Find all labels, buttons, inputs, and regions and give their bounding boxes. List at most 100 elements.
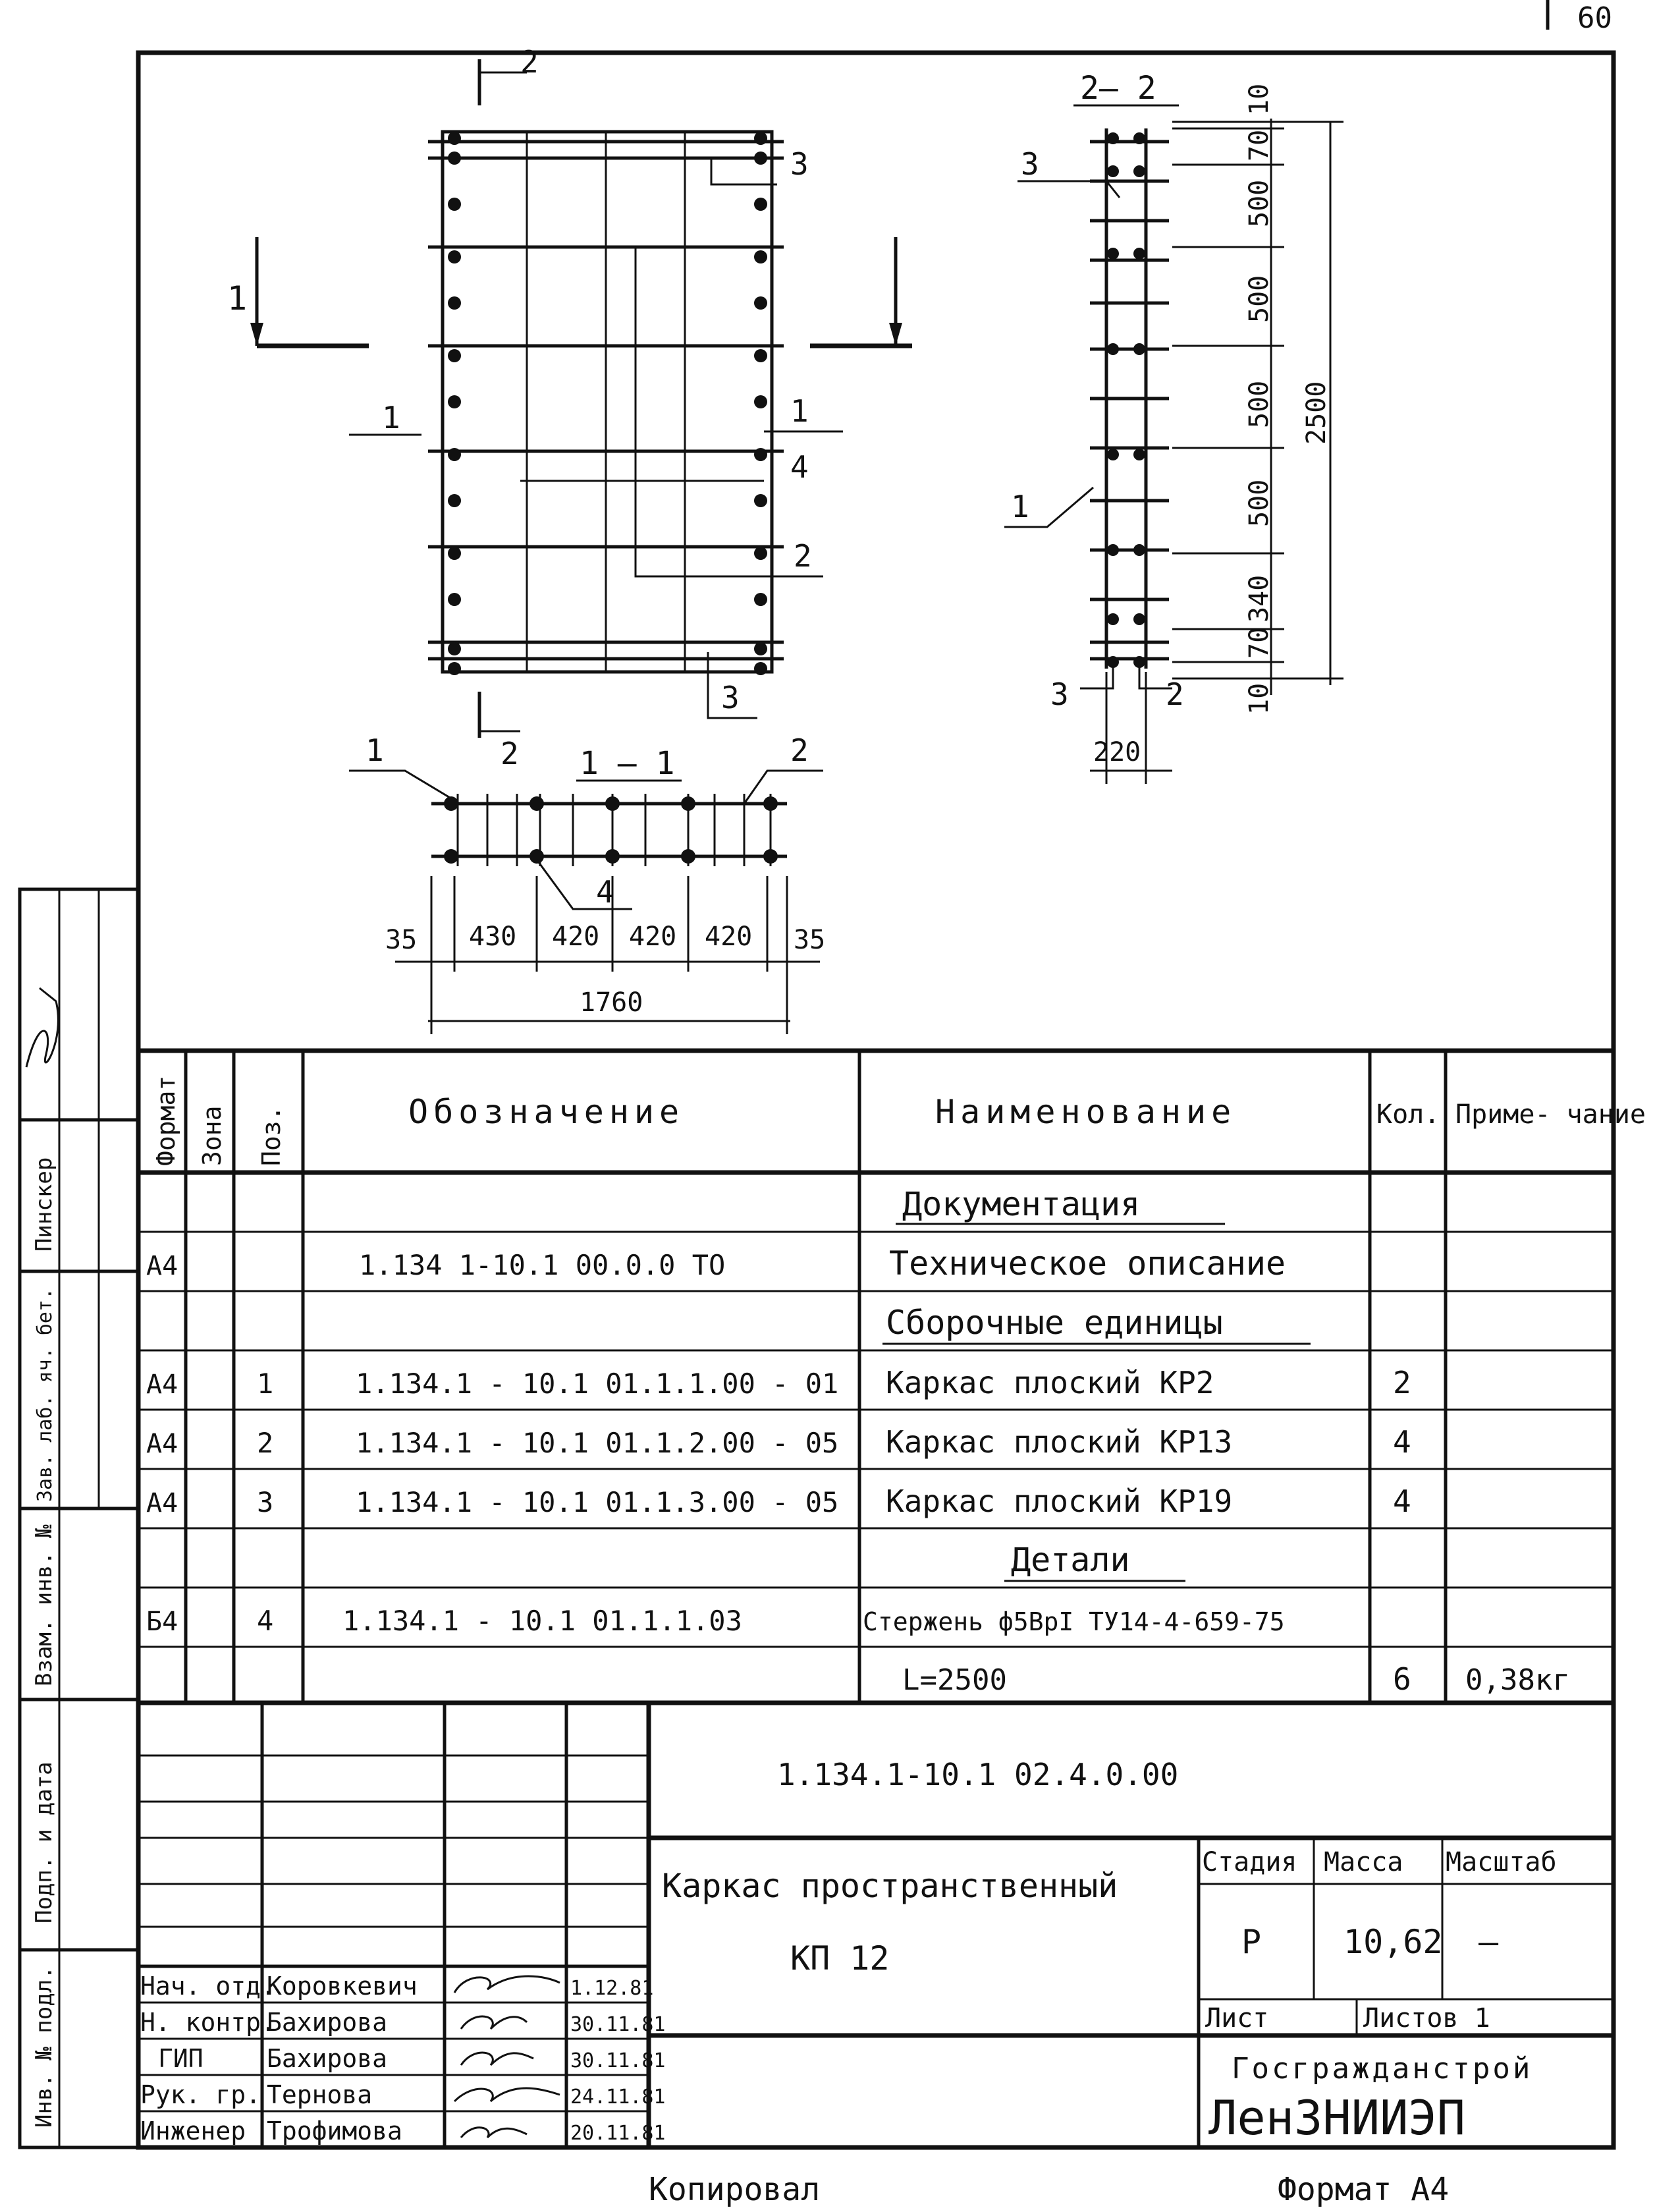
s22-callout-2: 2 <box>1166 677 1184 712</box>
sig-5-date: 20.11.81 <box>570 2122 666 2145</box>
spec-row-3-name: Сборочные единицы <box>886 1304 1223 1342</box>
spec-row-8-format: Б4 <box>146 1607 178 1637</box>
s22-dim-8: 70 <box>1244 627 1274 659</box>
spec-row-4-qty: 2 <box>1393 1365 1411 1400</box>
plan-section-mark-top: 2 <box>520 44 539 80</box>
spec-row-5-format: А4 <box>146 1429 178 1459</box>
spec-row-5-name: Каркас плоский КР13 <box>886 1424 1232 1460</box>
spec-table: Формат Зона Поз. Обозначение Наименовани… <box>138 1048 1646 1705</box>
spec-row-9-name: L=2500 <box>902 1663 1007 1697</box>
s11-total: 1760 <box>580 987 643 1018</box>
section-1-1-callout-4: 4 <box>596 874 614 910</box>
plan-section-mark-bottom: 2 <box>501 736 519 771</box>
plan-callout-3-bottom: 3 <box>721 680 740 715</box>
sig-2-date: 30.11.81 <box>570 2013 666 2036</box>
s22-dim-3: 500 <box>1244 180 1274 227</box>
spec-row: Детали <box>1004 1541 1185 1582</box>
spec-row-5-qty: 4 <box>1393 1424 1411 1460</box>
signature-row: Инженер Трофимова 20.11.81 <box>140 2116 666 2145</box>
plan-outline <box>441 130 774 674</box>
spec-row-4-pos: 1 <box>257 1368 273 1400</box>
sig-3-signature <box>460 2051 534 2066</box>
sheet-label: Лист <box>1205 2003 1268 2033</box>
spec-header-note: Приме- чание <box>1455 1099 1646 1130</box>
s22-callout-1: 1 <box>1011 489 1029 524</box>
spec-row-2-format: А4 <box>146 1251 178 1281</box>
spec-row-5-pos: 2 <box>257 1427 273 1459</box>
section-2-2: 2— 2 3 1 3 2 <box>1004 70 1343 784</box>
sig-3-name: Бахирова <box>267 2044 387 2073</box>
spec-header-qty: Кол. <box>1376 1099 1440 1130</box>
section-2-2-title: 2— 2 <box>1080 70 1156 107</box>
sig-5-name: Трофимова <box>267 2116 402 2145</box>
s11-dim-3: 420 <box>552 922 599 952</box>
signature-row: ГИП Бахирова 30.11.81 <box>158 2044 666 2073</box>
spec-row: Документация <box>896 1185 1225 1225</box>
title-block: Нач. отд. Коровкевич 1.12.81 Н. контр. Б… <box>138 1703 1614 2147</box>
s22-dim-2: 70 <box>1244 130 1274 161</box>
s22-dim-9: 10 <box>1244 683 1274 715</box>
spec-header-name: Наименование <box>935 1093 1236 1131</box>
sig-2-role: Н. контр. <box>140 2008 276 2037</box>
sig-4-role: Рук. гр. <box>140 2080 261 2109</box>
sig-4-name: Тернова <box>267 2080 372 2109</box>
sig-2-signature <box>460 2015 528 2030</box>
spec-row-8-name: Стержень ф5ВрI ТУ14-4-659-75 <box>863 1607 1285 1636</box>
spec-row-4-designation: 1.134.1 - 10.1 01.1.1.00 - 01 <box>356 1368 838 1400</box>
spec-row-6-format: А4 <box>146 1488 178 1518</box>
spec-row: Сборочные единицы <box>882 1304 1311 1345</box>
sig-2-name: Бахирова <box>267 2008 387 2037</box>
sig-5-signature <box>460 2126 528 2139</box>
side-label-inv-no: Инв. № подл. <box>31 1966 57 2128</box>
s22-total: 2500 <box>1301 381 1332 445</box>
s22-dim-6: 500 <box>1244 480 1274 527</box>
spec-row-7-name: Детали <box>1011 1541 1130 1579</box>
spec-row-9-note: 0,38кг <box>1465 1663 1570 1697</box>
sig-4-date: 24.11.81 <box>570 2086 666 2109</box>
s22-dim-4: 500 <box>1244 275 1274 323</box>
sig-1-name: Коровкевич <box>267 1972 418 2001</box>
sheets-label: Листов 1 <box>1363 2003 1490 2033</box>
title-line-1: Каркас пространственный <box>662 1867 1118 1905</box>
sig-5-role: Инженер <box>140 2116 246 2145</box>
s22-callout-3-top: 3 <box>1021 146 1039 182</box>
spec-row-2-name: Техническое описание <box>889 1244 1286 1283</box>
spec-row-2-designation: 1.134 1-10.1 00.0.0 ТО <box>359 1249 725 1281</box>
section-1-1-callout-1: 1 <box>366 733 384 768</box>
sig-3-date: 30.11.81 <box>570 2049 666 2072</box>
s11-dim-4: 420 <box>629 922 676 952</box>
plan-section-mark-left: 1 <box>227 279 247 318</box>
doc-code: 1.134.1-10.1 02.4.0.00 <box>777 1757 1178 1792</box>
plan-bar-dots <box>448 132 767 675</box>
sig-1-date: 1.12.81 <box>570 1977 653 2000</box>
s11-dim-6: 35 <box>794 925 825 955</box>
s22-callout-3-bottom: 3 <box>1050 677 1069 712</box>
spec-row-4-format: А4 <box>146 1369 178 1400</box>
stage-label: Стадия <box>1202 1847 1297 1877</box>
page-number: 60 <box>1577 1 1612 35</box>
spec-row: А4 1.134 1-10.1 00.0.0 ТО Техническое оп… <box>146 1244 1286 1283</box>
spec-row: Б4 4 1.134.1 - 10.1 01.1.1.03 Стержень ф… <box>146 1605 1285 1637</box>
s11-dim-1: 35 <box>385 925 417 955</box>
spec-row-8-pos: 4 <box>257 1605 273 1637</box>
sig-4-signature <box>453 2087 560 2103</box>
spec-row-1-name: Документация <box>902 1185 1140 1223</box>
signature-row: Н. контр. Бахирова 30.11.81 <box>140 2008 666 2037</box>
side-label-name: Пинскер <box>31 1157 57 1252</box>
org-line-2: ЛенЗНИИЭП <box>1208 2090 1465 2145</box>
spec-row: А4 1 1.134.1 - 10.1 01.1.1.00 - 01 Карка… <box>146 1365 1411 1400</box>
s22-width: 220 <box>1093 737 1141 767</box>
spec-header-pos: Поз. <box>257 1105 286 1166</box>
s11-dim-5: 420 <box>705 922 752 952</box>
signature-row: Нач. отд. Коровкевич 1.12.81 <box>140 1972 653 2001</box>
spec-row-6-designation: 1.134.1 - 10.1 01.1.3.00 - 05 <box>356 1486 838 1518</box>
format-label: Формат А4 <box>1278 2171 1449 2208</box>
stage-value: Р <box>1241 1923 1261 1961</box>
side-stamp: Инв. № подл. Подп. и дата Взам. инв. № З… <box>18 887 140 2149</box>
side-label-sign-date: Подп. и дата <box>31 1761 57 1923</box>
scale-value: — <box>1479 1923 1499 1961</box>
spec-row-6-pos: 3 <box>257 1486 273 1518</box>
spec-header-designation: Обозначение <box>408 1093 684 1131</box>
signature-row: Рук. гр. Тернова 24.11.81 <box>140 2080 666 2109</box>
